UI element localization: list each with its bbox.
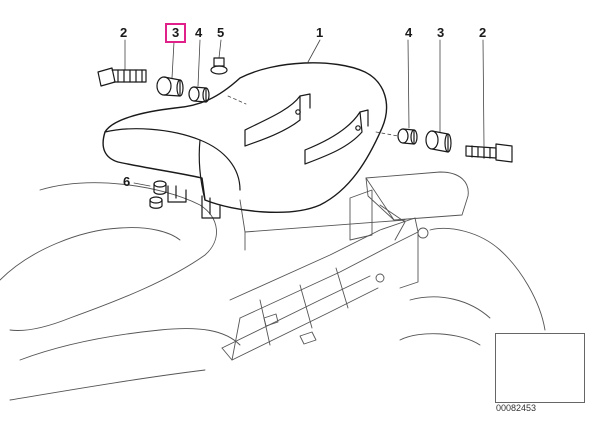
callout-seat[interactable]: 1 (316, 25, 324, 40)
callout-right-bushing[interactable]: 3 (437, 25, 445, 40)
callout-left-bushing-highlighted[interactable]: 3 (165, 23, 187, 43)
callout-left-grommet[interactable]: 4 (195, 25, 203, 40)
leader-lines (124, 39, 485, 187)
callout-right-grommet[interactable]: 4 (405, 25, 413, 40)
callout-left-pin[interactable]: 5 (217, 25, 225, 40)
seat-part (102, 62, 388, 219)
locator-thumbnail (495, 333, 585, 403)
buffer-parts (149, 180, 167, 209)
callout-left-bolt[interactable]: 2 (120, 25, 128, 40)
callout-right-bolt[interactable]: 2 (479, 25, 487, 40)
left-hardware (97, 57, 228, 103)
diagram-reference-number: 00082453 (496, 403, 537, 413)
background-frame (0, 171, 546, 401)
right-hardware (397, 128, 513, 163)
callout-buffers[interactable]: 6 (123, 174, 131, 189)
